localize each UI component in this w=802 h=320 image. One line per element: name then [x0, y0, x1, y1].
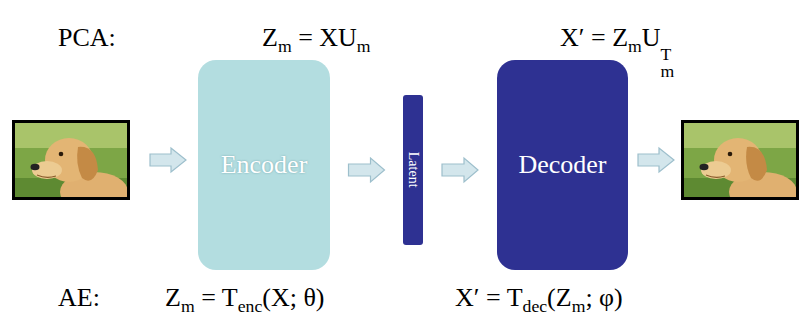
- math-index: m: [661, 63, 675, 80]
- math-term: X′ = Z: [560, 23, 628, 52]
- block-arrow: [349, 158, 385, 182]
- math-index: T: [661, 46, 675, 63]
- math-term: Z: [262, 23, 278, 52]
- math-term: (Z: [547, 283, 572, 312]
- method-label: PCA:: [58, 23, 116, 52]
- decoder-box: Decoder: [497, 60, 628, 270]
- math-subscript: m: [572, 296, 586, 316]
- output-image: [681, 120, 799, 212]
- input-image: [12, 120, 130, 212]
- math-term: (X; θ): [262, 283, 324, 312]
- block-label: Encoder: [221, 151, 308, 180]
- equation-group: Zm = Tenc(X; θ): [165, 282, 325, 317]
- math-subscript: dec: [523, 296, 548, 316]
- math-term: ; φ): [585, 283, 622, 312]
- output-arrow: [638, 148, 674, 172]
- math-subscript: enc: [238, 296, 263, 316]
- math-term: = XU: [298, 23, 357, 52]
- math-term: U: [642, 23, 661, 52]
- math-subscript: m: [181, 296, 195, 316]
- block-arrow: [442, 158, 478, 182]
- index-stack: Tm: [661, 46, 675, 80]
- equation-group: Zm= XUm: [262, 22, 371, 57]
- math-term: Z: [165, 283, 181, 312]
- latent-label: Latent: [405, 152, 420, 188]
- equation-group: X′ = Tdec(Zm; φ): [455, 282, 623, 317]
- method-label: AE:: [58, 283, 100, 312]
- math-subscript: m: [628, 36, 642, 56]
- input-arrow: [150, 148, 186, 172]
- math-term: X′ = T: [455, 283, 523, 312]
- encoder-box: Encoder: [198, 60, 330, 270]
- latent-bar: Latent: [403, 95, 423, 245]
- math-term: = T: [201, 283, 238, 312]
- math-subscript: m: [278, 36, 292, 56]
- block-label: Decoder: [518, 151, 606, 180]
- method-label-group: PCA:: [58, 22, 116, 53]
- math-subscript: m: [357, 36, 371, 56]
- equation-group: X′ = ZmUTm: [560, 22, 674, 80]
- method-label-group: AE:: [58, 282, 100, 313]
